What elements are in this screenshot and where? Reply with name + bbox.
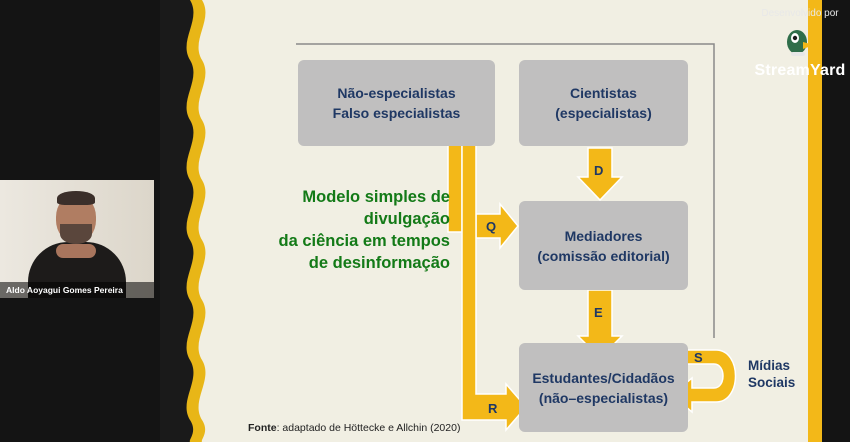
box-scientists: Cientistas (especialistas): [519, 60, 688, 146]
slide-wavy-border: [180, 0, 206, 442]
participant-hair: [57, 191, 95, 205]
arrow-r-label: R: [488, 401, 498, 416]
slide-source-text: : adaptado de Höttecke e Allchin (2020): [276, 422, 461, 434]
arrow-d: [576, 147, 624, 202]
streamyard-duck-icon: [787, 30, 814, 56]
box-mediators-line2: (comissão editorial): [537, 247, 670, 264]
box-students-line2: (não–especialistas): [538, 389, 669, 406]
slide-title-line4: de desinformação: [308, 254, 450, 272]
slide-title: Modelo simples de divulgação da ciência …: [240, 186, 451, 274]
box-mediators: Mediadores (comissão editorial): [519, 201, 688, 290]
arrow-e-label: E: [594, 305, 603, 320]
slide-right-bar: [808, 0, 822, 442]
social-media-line2: Sociais: [748, 375, 796, 390]
arrow-s-label: S: [694, 350, 703, 365]
arrow-q-stem: [447, 139, 463, 233]
slide-title-line1: Modelo simples de: [302, 188, 450, 206]
box-non-experts-line1: Não-especialistas: [337, 85, 456, 101]
box-scientists-line2: (especialistas): [555, 105, 652, 121]
arrow-q-label: Q: [486, 219, 497, 234]
slide-title-line2: divulgação: [363, 210, 450, 228]
branding-developed-by: Desenvolvido por: [761, 8, 839, 19]
participant-beard: [60, 224, 92, 244]
box-scientists-line1: Cientistas: [570, 85, 637, 101]
slide-source-label: Fonte: [248, 422, 277, 434]
arrow-r: [461, 139, 527, 433]
participant-video[interactable]: Aldo Aoyagui Gomes Pereira: [0, 180, 154, 298]
box-non-experts-line2: Falso especialistas: [332, 105, 461, 121]
box-students: Estudantes/Cidadãos (não–especialistas): [519, 343, 688, 432]
arrow-q: [475, 201, 519, 251]
feedback-frame-line: [296, 43, 715, 338]
social-media-line1: Mídias: [748, 358, 791, 373]
box-students-line1: Estudantes/Cidadãos: [532, 369, 675, 386]
social-media-label: Mídias Sociais: [748, 357, 818, 391]
participant-name-label: Aldo Aoyagui Gomes Pereira: [0, 282, 154, 298]
participant-hands: [56, 244, 96, 258]
slide-source: Fonte: adaptado de Höttecke e Allchin (2…: [248, 422, 460, 434]
box-non-experts: Não-especialistas Falso especialistas: [298, 60, 495, 146]
slide-title-line3: da ciência em tempos: [278, 232, 451, 250]
arrow-d-label: D: [594, 163, 604, 178]
box-mediators-line1: Mediadores: [564, 227, 643, 244]
branding-app-name: StreamYard: [754, 62, 846, 79]
